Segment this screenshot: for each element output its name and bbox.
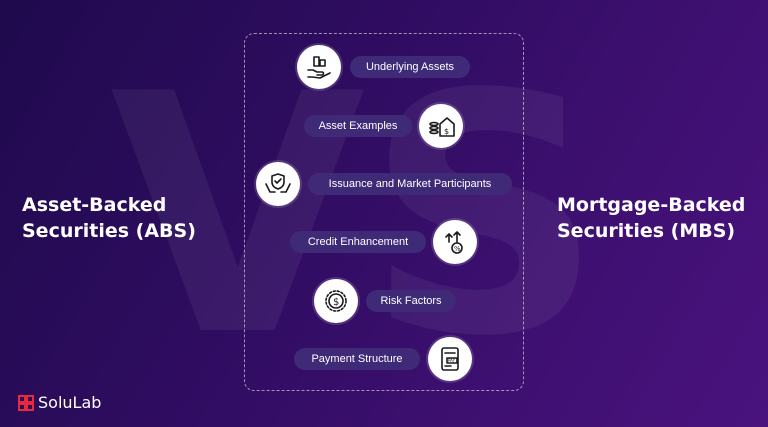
logo-text: SoluLab bbox=[38, 393, 102, 412]
house-money-icon: $ bbox=[419, 104, 463, 148]
pill-payment-structure: Payment Structure bbox=[294, 348, 420, 370]
hands-shield-icon bbox=[256, 162, 300, 206]
svg-text:%: % bbox=[454, 245, 461, 253]
hand-buildings-icon bbox=[297, 45, 341, 89]
pill-underlying-assets: Underlying Assets bbox=[350, 56, 470, 78]
solulab-logo: SoluLab bbox=[18, 393, 101, 412]
mbs-title: Mortgage-Backed Securities (MBS) bbox=[557, 194, 746, 242]
growth-percent-icon: % bbox=[433, 220, 477, 264]
pill-asset-examples: Asset Examples bbox=[304, 115, 412, 137]
pill-issuance-participants: Issuance and Market Participants bbox=[308, 173, 512, 195]
svg-text:$: $ bbox=[444, 127, 449, 136]
pill-credit-enhancement: Credit Enhancement bbox=[290, 231, 426, 253]
pill-risk-factors: Risk Factors bbox=[366, 290, 456, 312]
abs-title: Asset-Backed Securities (ABS) bbox=[22, 194, 196, 242]
solulab-mark-icon bbox=[18, 394, 34, 411]
pay-card-icon: PAY bbox=[428, 337, 472, 381]
dollar-gear-icon: $ bbox=[314, 279, 358, 323]
svg-text:PAY: PAY bbox=[448, 358, 456, 363]
svg-text:$: $ bbox=[333, 297, 339, 308]
comparison-panel bbox=[244, 33, 524, 391]
